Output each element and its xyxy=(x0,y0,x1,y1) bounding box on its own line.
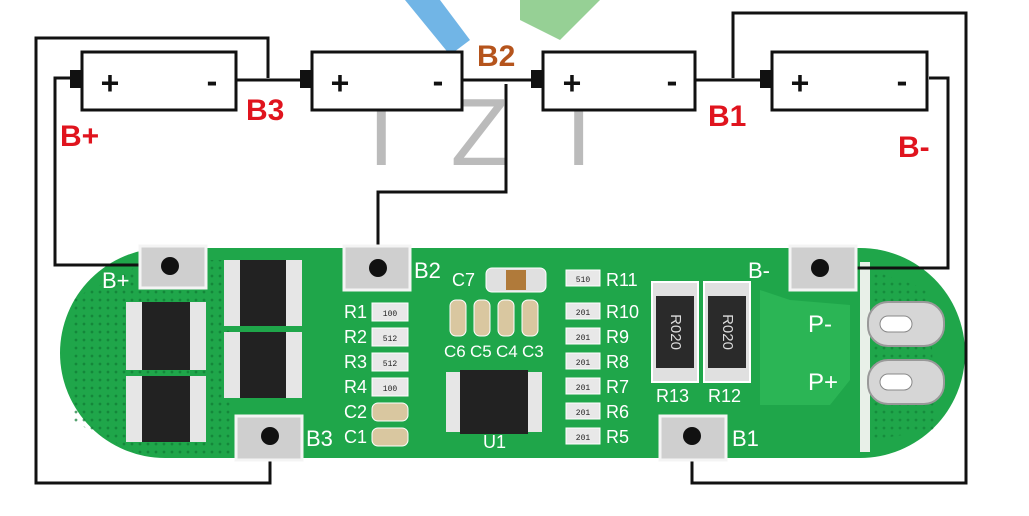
silk-b1: B1 xyxy=(732,426,759,451)
cell-minus-sign: - xyxy=(667,63,678,99)
silk-b3: B3 xyxy=(306,426,333,451)
battery-cell: + - xyxy=(531,50,697,112)
cell-plus-sign: + xyxy=(563,65,582,101)
label-r3: R3 xyxy=(344,352,367,372)
mosfet-chip xyxy=(224,332,302,398)
smd-code-r9: 201 xyxy=(576,334,591,343)
label-r12: R12 xyxy=(708,386,741,406)
label-c3: C3 xyxy=(522,342,544,361)
label-b1: B1 xyxy=(708,100,746,133)
label-c6: C6 xyxy=(444,342,466,361)
pad-b-minus xyxy=(788,244,858,292)
pad-b2 xyxy=(342,244,412,292)
battery-cell: + - xyxy=(300,50,464,112)
label-c4: C4 xyxy=(496,342,518,361)
output-tab-p-minus xyxy=(867,301,945,347)
smd-code-r6: 201 xyxy=(576,409,591,418)
shunt-marking: R020 xyxy=(719,314,736,350)
cell-minus-sign: - xyxy=(897,63,908,99)
battery-cell: + - xyxy=(70,50,238,112)
ic-u1: U1 xyxy=(446,370,542,452)
middle-cap-group: C7 C6 C5 C4 C3 xyxy=(444,267,547,361)
silk-b2: B2 xyxy=(414,258,441,283)
label-c7: C7 xyxy=(452,270,475,290)
smd-code-r3: 512 xyxy=(383,360,398,369)
label-r8: R8 xyxy=(606,352,629,372)
label-c1: C1 xyxy=(344,427,367,447)
silk-p-minus: P- xyxy=(808,311,832,338)
shunt-marking: R020 xyxy=(667,314,684,350)
cell-plus-sign: + xyxy=(101,65,120,101)
smd-code-r7: 201 xyxy=(576,384,591,393)
label-r6: R6 xyxy=(606,402,629,422)
pad-b1 xyxy=(658,414,728,462)
label-b-plus: B+ xyxy=(60,120,99,153)
label-c2: C2 xyxy=(344,402,367,422)
label-r7: R7 xyxy=(606,377,629,397)
label-c5: C5 xyxy=(470,342,492,361)
label-r2: R2 xyxy=(344,327,367,347)
label-b-minus: B- xyxy=(898,131,930,164)
label-r9: R9 xyxy=(606,327,629,347)
shunt-resistor-r13: R020 R13 xyxy=(651,281,699,406)
silk-b-minus: B- xyxy=(748,258,770,283)
cell-plus-sign: + xyxy=(791,65,810,101)
wiring xyxy=(34,11,968,485)
pad-b-plus xyxy=(138,244,208,290)
label-r10: R10 xyxy=(606,302,639,322)
cell-minus-sign: - xyxy=(433,63,444,99)
smd-code-r8: 201 xyxy=(576,359,591,368)
label-r1: R1 xyxy=(344,302,367,322)
smd-code-r10: 201 xyxy=(576,309,591,318)
pad-b3 xyxy=(234,414,304,462)
cell-minus-sign: - xyxy=(207,63,218,99)
mosfet-chip xyxy=(126,302,206,370)
shunt-resistor-r12: R020 R12 xyxy=(703,281,751,406)
silk-b-plus: B+ xyxy=(102,268,130,293)
logo-fragment xyxy=(405,0,600,55)
silk-p-plus: P+ xyxy=(808,369,838,396)
smd-code-r1: 100 xyxy=(383,310,398,319)
cell-plus-sign: + xyxy=(331,65,350,101)
label-r4: R4 xyxy=(344,377,367,397)
right-resistor-column: 510 R11 201 R10 201 R9 201 R8 201 R7 201… xyxy=(565,269,639,447)
label-b2: B2 xyxy=(477,40,515,73)
left-resistor-column: R1 100 R2 512 R3 512 R4 100 C2 C1 xyxy=(344,302,409,447)
smd-code-r4: 100 xyxy=(383,385,398,394)
label-r5: R5 xyxy=(606,427,629,447)
label-u1: U1 xyxy=(483,432,506,452)
label-b3: B3 xyxy=(246,94,284,127)
label-r13: R13 xyxy=(656,386,689,406)
battery-cell: + - xyxy=(760,50,929,112)
output-tab-p-plus xyxy=(867,359,945,405)
smd-code-r5: 201 xyxy=(576,434,591,443)
smd-code-r11: 510 xyxy=(576,276,591,285)
label-r11: R11 xyxy=(606,270,638,290)
mosfet-chip xyxy=(224,260,302,326)
mosfet-chip xyxy=(126,376,206,442)
smd-code-r2: 512 xyxy=(383,335,398,344)
